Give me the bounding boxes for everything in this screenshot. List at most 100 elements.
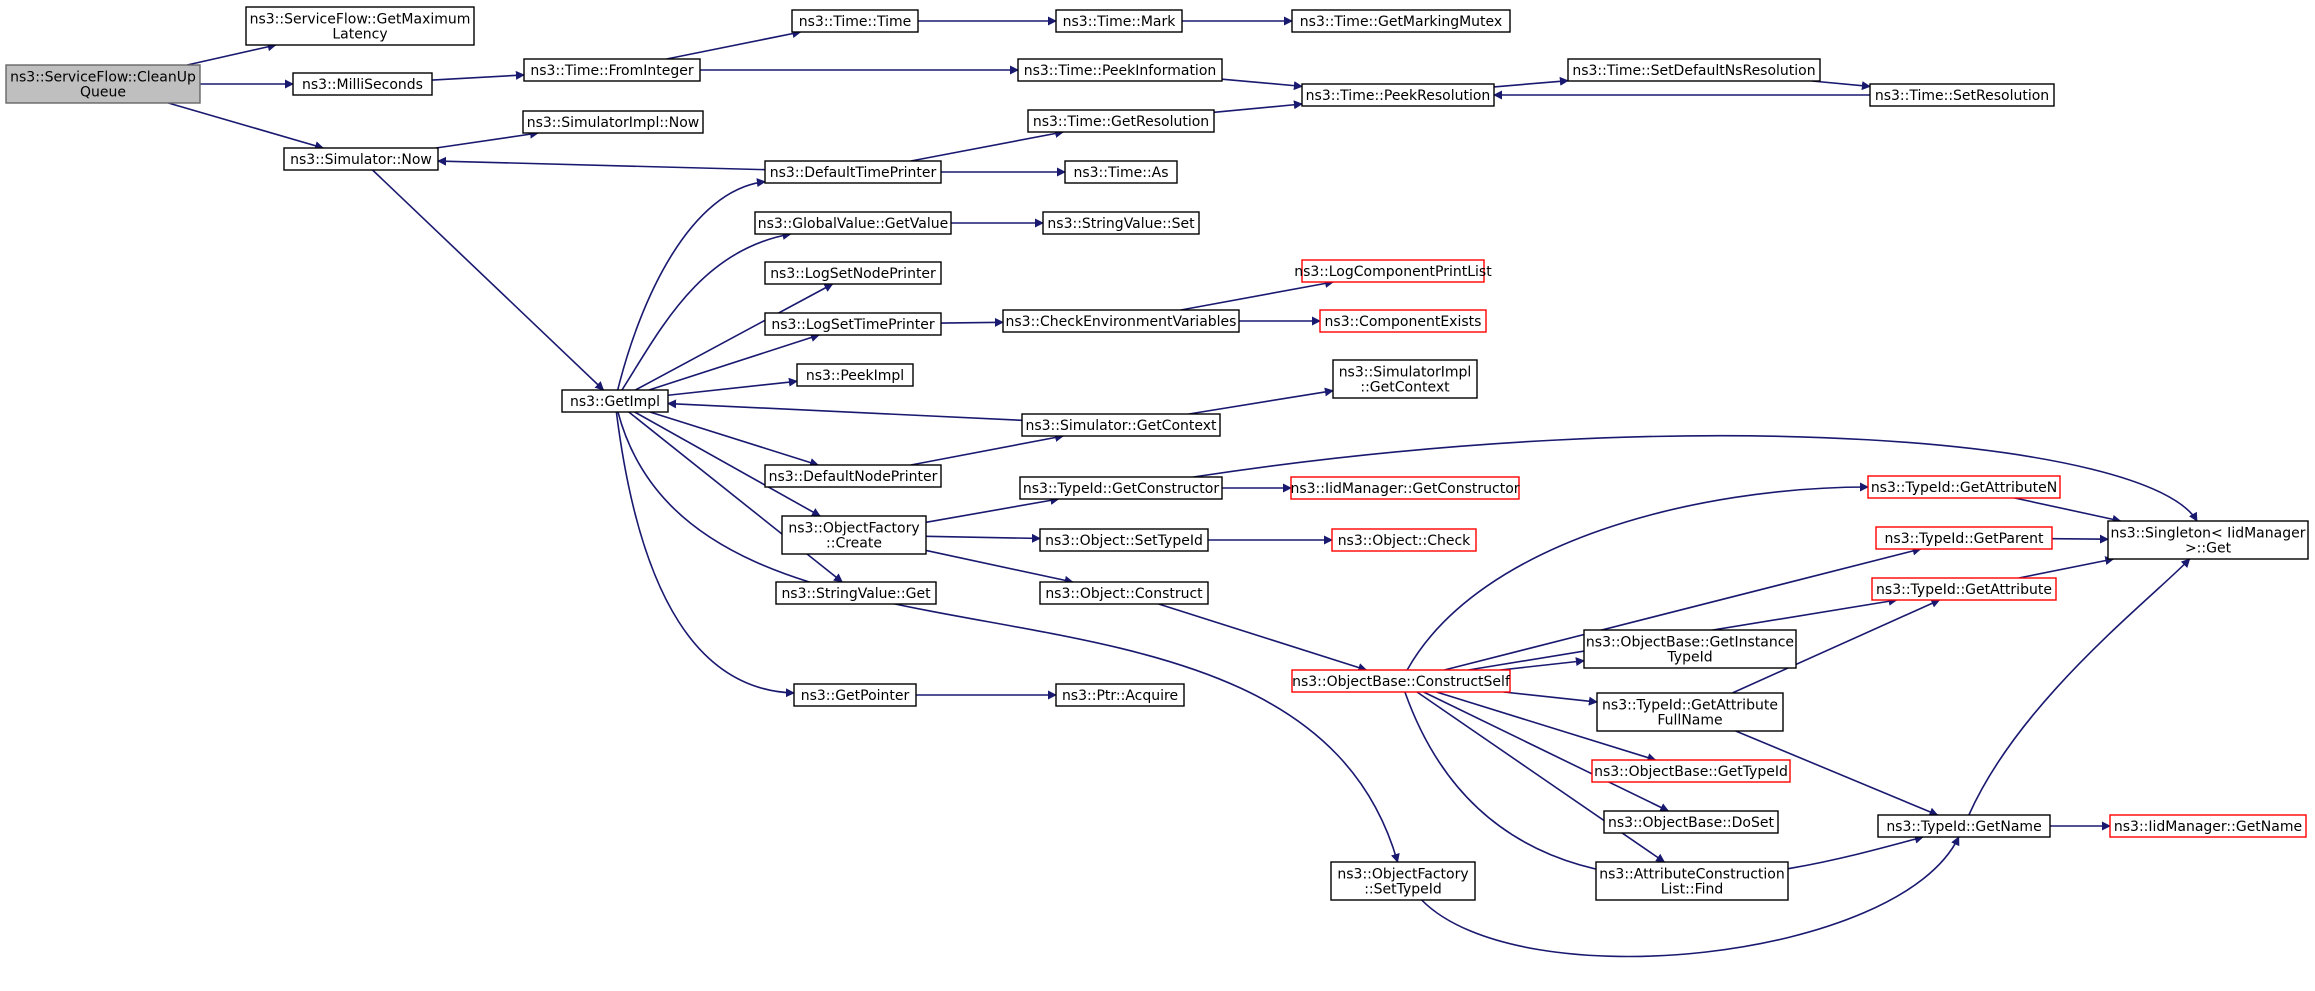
- node-ptrAcquire[interactable]: ns3::Ptr::Acquire: [1055, 683, 1185, 707]
- node-box: [522, 110, 704, 134]
- node-simImplGetContext[interactable]: ns3::SimulatorImpl::GetContext: [1332, 359, 1478, 399]
- edge-peekInformation-to-peekResolution: [1221, 78, 1303, 91]
- node-typeIdGetAttribute[interactable]: ns3::TypeId::GetAttribute: [1871, 577, 2057, 601]
- node-typeIdGetAttributeN[interactable]: ns3::TypeId::GetAttributeN: [1867, 475, 2061, 499]
- node-label: ns3::SimulatorImpl: [1339, 365, 1472, 381]
- edge-typeIdGetAttribute-to-singletonGet: [2018, 556, 2115, 579]
- node-label: ns3::SimulatorImpl::Now: [527, 115, 700, 131]
- node-simNow[interactable]: ns3::Simulator::Now: [283, 147, 439, 171]
- node-simGetContext[interactable]: ns3::Simulator::GetContext: [1021, 413, 1221, 437]
- node-setResolution[interactable]: ns3::Time::SetResolution: [1869, 83, 2055, 107]
- node-box: [1021, 413, 1221, 437]
- node-setDefaultNsRes[interactable]: ns3::Time::SetDefaultNsResolution: [1567, 58, 1821, 82]
- node-singletonGet[interactable]: ns3::Singleton< IidManager>::Get: [2107, 520, 2309, 560]
- node-peekImpl[interactable]: ns3::PeekImpl: [796, 363, 914, 387]
- node-objectSetTypeId[interactable]: ns3::Object::SetTypeId: [1039, 528, 1209, 552]
- node-box: [764, 160, 942, 184]
- node-label: ns3::Time::As: [1073, 165, 1168, 181]
- node-label: ns3::TypeId::GetName: [1886, 819, 2041, 835]
- node-box: [1595, 861, 1789, 901]
- edge-getImpl-to-logSetTimePrinter: [648, 333, 820, 391]
- node-timeTime[interactable]: ns3::Time::Time: [791, 9, 919, 33]
- node-label: TypeId: [1666, 650, 1712, 666]
- node-label: ns3::MilliSeconds: [302, 77, 423, 93]
- edge-simGetContext-to-getImpl: [667, 399, 1023, 422]
- edge-getImpl-to-objFactorySetTypeId: [617, 411, 1400, 863]
- edge-objFactoryCreate-to-objectSetTypeId: [925, 533, 1041, 543]
- node-getMarkingMutex[interactable]: ns3::Time::GetMarkingMutex: [1291, 9, 1511, 33]
- node-timeAs[interactable]: ns3::Time::As: [1064, 160, 1178, 184]
- node-box: [764, 312, 942, 336]
- node-objFactoryCreate[interactable]: ns3::ObjectFactory::Create: [781, 515, 927, 555]
- node-box: [1871, 577, 2057, 601]
- node-objBaseGetTypeId[interactable]: ns3::ObjectBase::GetTypeId: [1591, 759, 1791, 783]
- node-timeMark[interactable]: ns3::Time::Mark: [1055, 9, 1183, 33]
- node-label: ns3::ObjectBase::GetTypeId: [1594, 764, 1788, 780]
- node-logSetTimePrinter[interactable]: ns3::LogSetTimePrinter: [764, 312, 942, 336]
- node-box: [1039, 581, 1209, 605]
- node-box: [292, 72, 433, 96]
- edge-fromInteger-to-timeTime: [666, 29, 802, 60]
- node-logComponentPrintList[interactable]: ns3::LogComponentPrintList: [1294, 259, 1492, 283]
- node-label: ns3::TypeId::GetAttributeN: [1871, 480, 2057, 496]
- node-milliSeconds[interactable]: ns3::MilliSeconds: [292, 72, 433, 96]
- node-box: [1291, 9, 1511, 33]
- node-label: ns3::PeekImpl: [806, 368, 904, 384]
- node-box: [561, 389, 669, 413]
- node-componentExists[interactable]: ns3::ComponentExists: [1319, 309, 1487, 333]
- edge-setDefaultNsRes-to-setResolution: [1811, 80, 1871, 91]
- node-label: ns3::GetPointer: [801, 688, 910, 704]
- node-objFactorySetTypeId[interactable]: ns3::ObjectFactory::SetTypeId: [1330, 861, 1476, 901]
- node-stringValueSet[interactable]: ns3::StringValue::Set: [1042, 211, 1200, 235]
- node-objectConstruct[interactable]: ns3::Object::Construct: [1039, 581, 1209, 605]
- node-label: ns3::Time::SetDefaultNsResolution: [1572, 63, 1815, 79]
- node-box: [754, 211, 952, 235]
- node-label: FullName: [1657, 713, 1722, 729]
- node-logSetNodePrinter[interactable]: ns3::LogSetNodePrinter: [764, 261, 942, 285]
- node-peekInformation[interactable]: ns3::Time::PeekInformation: [1017, 58, 1223, 82]
- node-label: ns3::IidManager::GetName: [2114, 819, 2302, 835]
- node-defaultNodePrinter[interactable]: ns3::DefaultNodePrinter: [764, 464, 942, 488]
- node-label: ns3::TypeId::GetAttribute: [1602, 698, 1778, 714]
- node-getImpl[interactable]: ns3::GetImpl: [561, 389, 669, 413]
- node-peekResolution[interactable]: ns3::Time::PeekResolution: [1301, 83, 1495, 107]
- edge-getResolution-to-peekResolution: [1213, 100, 1303, 114]
- node-constructSelf[interactable]: ns3::ObjectBase::ConstructSelf: [1291, 669, 1511, 693]
- node-box: [1017, 58, 1223, 82]
- edge-root-to-simNow: [168, 102, 325, 151]
- node-simImplNow[interactable]: ns3::SimulatorImpl::Now: [522, 110, 704, 134]
- node-typeIdGetParent[interactable]: ns3::TypeId::GetParent: [1875, 526, 2053, 550]
- node-label: ns3::Time::GetResolution: [1033, 114, 1209, 130]
- node-typeIdGetConstructor[interactable]: ns3::TypeId::GetConstructor: [1019, 476, 1223, 500]
- node-objBaseDoSet[interactable]: ns3::ObjectBase::DoSet: [1603, 810, 1779, 834]
- node-defaultTimePrinter[interactable]: ns3::DefaultTimePrinter: [764, 160, 942, 184]
- node-checkEnvVars[interactable]: ns3::CheckEnvironmentVariables: [1002, 309, 1240, 333]
- node-iidGetName[interactable]: ns3::IidManager::GetName: [2109, 814, 2307, 838]
- node-box: [781, 515, 927, 555]
- node-label: ns3::Simulator::GetContext: [1025, 418, 1217, 434]
- node-getResolution[interactable]: ns3::Time::GetResolution: [1027, 109, 1215, 133]
- node-iidGetConstructor[interactable]: ns3::IidManager::GetConstructor: [1290, 476, 1520, 500]
- node-label: ns3::ServiceFlow::CleanUp: [10, 70, 196, 86]
- node-box: [1330, 861, 1476, 901]
- edge-peekResolution-to-setDefaultNsRes: [1493, 76, 1569, 88]
- edge-constructSelf-to-typeIdGetParent: [1444, 546, 1922, 671]
- node-stringValueGet[interactable]: ns3::StringValue::Get: [775, 581, 937, 605]
- node-box: [1875, 526, 2053, 550]
- node-getPointer[interactable]: ns3::GetPointer: [793, 683, 917, 707]
- node-objectCheck[interactable]: ns3::Object::Check: [1331, 528, 1477, 552]
- node-fromInteger[interactable]: ns3::Time::FromInteger: [523, 58, 701, 82]
- node-typeIdGetName[interactable]: ns3::TypeId::GetName: [1877, 814, 2051, 838]
- node-globalGetValue[interactable]: ns3::GlobalValue::GetValue: [754, 211, 952, 235]
- node-label: ns3::ObjectFactory: [788, 521, 919, 537]
- node-label: ns3::Simulator::Now: [290, 152, 432, 168]
- edge-defaultTimePrinter-to-getResolution: [910, 129, 1065, 162]
- edge-getImpl-to-globalGetValue: [621, 230, 792, 391]
- edge-getImpl-to-stringValueGet: [628, 411, 843, 583]
